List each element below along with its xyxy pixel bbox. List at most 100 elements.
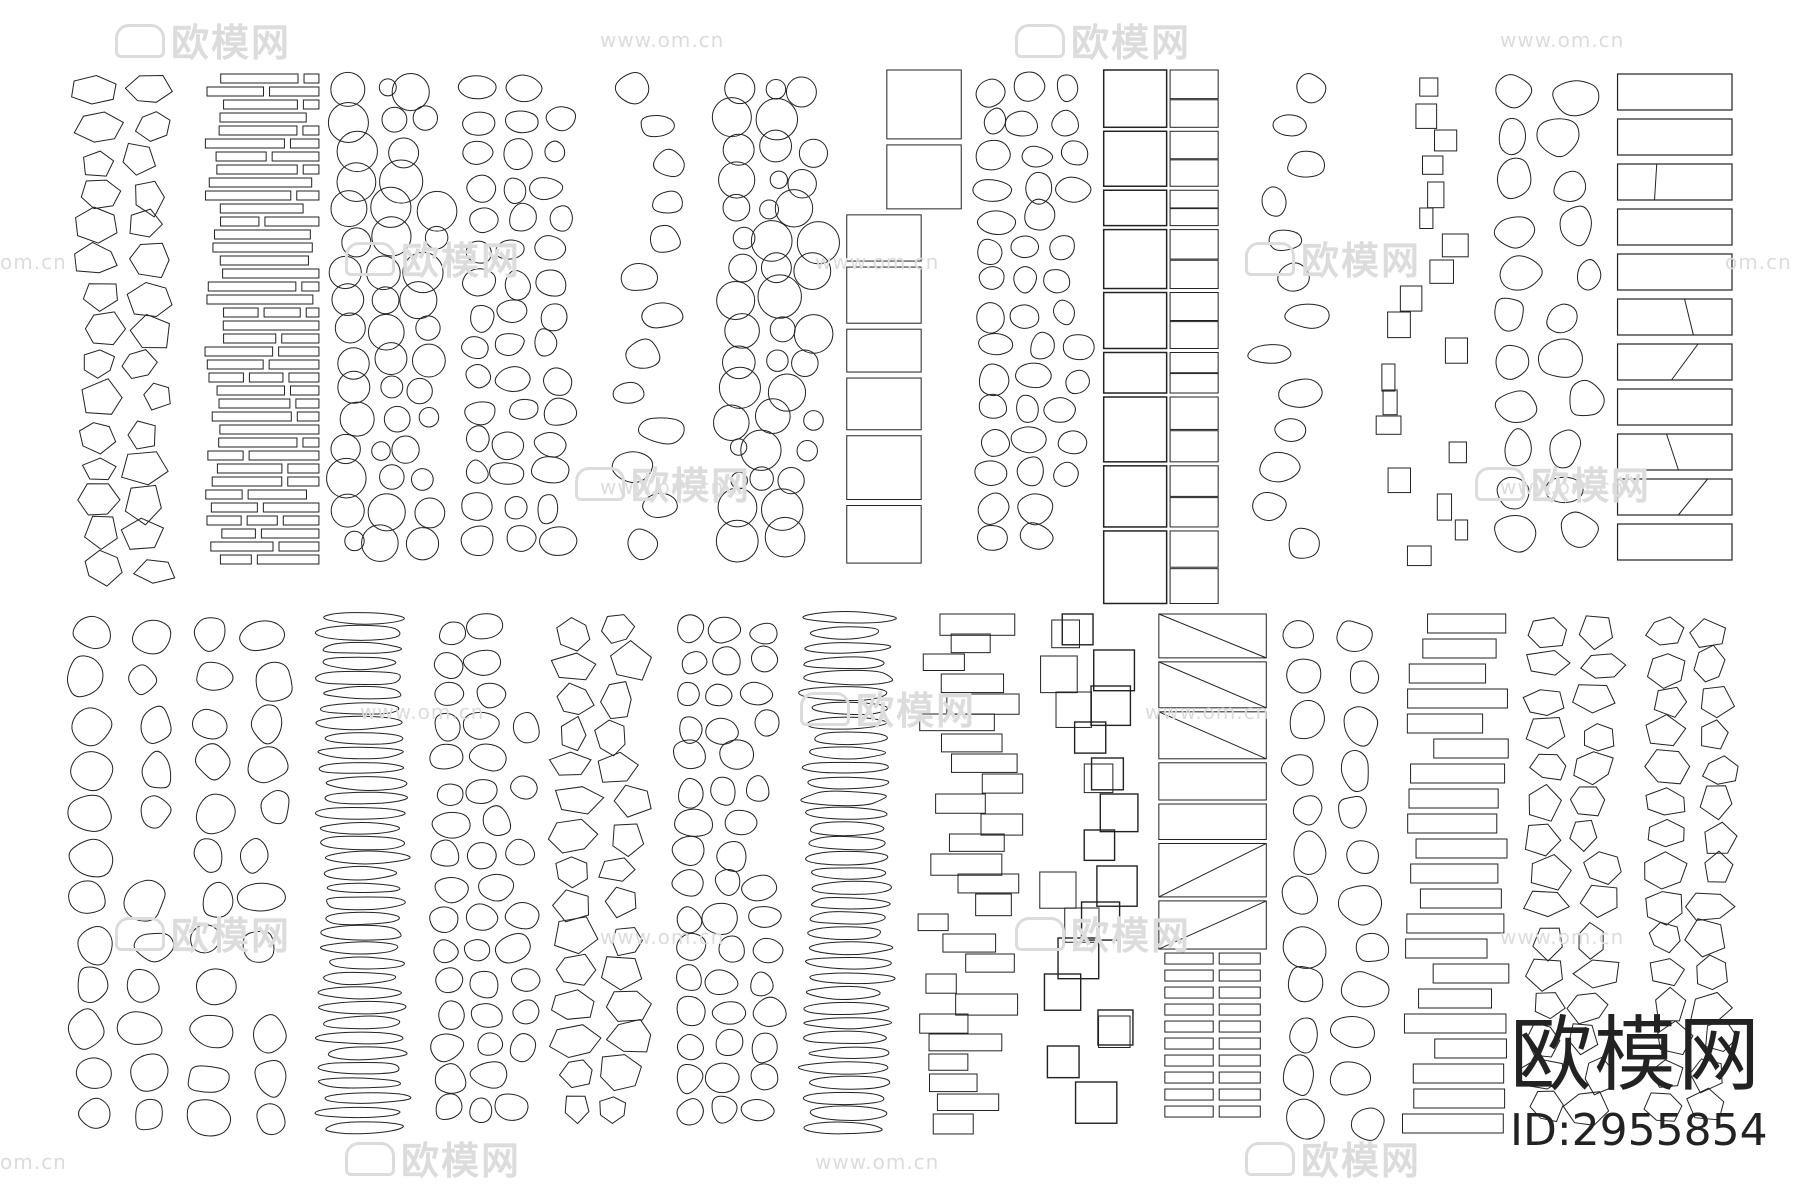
stone-outline [495,239,525,260]
stone-outline [1288,527,1320,559]
flagstone-outline [1645,616,1685,646]
slab-outline [205,190,292,201]
stone-outline [461,492,493,521]
flagstone-outline [1578,615,1614,651]
slab-outline [1102,465,1168,528]
stone-outline [1292,795,1323,826]
slab-outline [263,307,301,318]
slab-outline [216,463,283,474]
stone-outline [325,776,408,791]
stone-outline [980,429,1011,457]
stone-outline [1025,171,1053,205]
stone-outline [253,1014,287,1054]
stone-outline [811,867,887,880]
stone-outline [549,205,573,232]
stone-outline [807,926,881,941]
slab-outline [1169,208,1219,227]
stone-outline [131,619,172,655]
pattern-column-small-blocks [1375,77,1469,567]
stone-outline [70,751,114,792]
slab-outline [942,933,997,953]
stone-outline [317,746,404,760]
stone-outline [324,732,404,745]
stone-outline [1537,338,1583,378]
round-stone [717,487,758,528]
stone-outline [1282,1054,1314,1096]
stone-outline [534,328,558,357]
stone-outline [809,1075,891,1090]
slab-outline [925,973,957,994]
stone-outline [186,1099,232,1137]
flagstone-outline [1583,723,1615,752]
flagstone-outline [71,74,117,105]
stone-outline [324,1092,412,1104]
stone-outline [468,743,507,772]
stone-outline [477,1032,504,1056]
stone-outline [676,932,707,961]
slab-outline [1046,1045,1080,1079]
flagstone-outline [1684,892,1736,921]
stone-outline [809,746,887,760]
pattern-column-flagstone [71,74,176,587]
stone-outline [430,839,460,867]
flagstone-outline [82,283,118,313]
stone-outline [1024,198,1056,231]
slab-outline [1164,986,1214,999]
stone-outline [544,140,566,163]
stone-outline [539,526,578,556]
stone-outline [503,177,527,204]
slab-outline [271,151,320,162]
pattern-column-circles [711,72,840,563]
stone-outline [1355,932,1390,963]
stone-outline [1336,620,1373,653]
stone-outline [637,417,685,445]
stone-outline [510,968,541,992]
slab-outline [1406,713,1484,734]
stone-outline [465,903,499,931]
flagstone-outline [1578,921,1604,960]
slab-outline [940,733,1003,753]
stone-outline [712,646,741,676]
slab-outline [210,502,258,513]
round-stone [327,102,369,144]
stone-outline [1289,1017,1318,1054]
stone-outline [534,235,567,261]
stone-outline [1560,511,1599,548]
stone-outline [978,363,1010,397]
slab-outline [928,1033,1003,1052]
stone-outline [476,682,507,709]
stone-outline [1499,255,1543,291]
slab-outline [278,541,320,552]
pattern-column-cobble [972,71,1095,551]
stone-outline [1030,331,1055,360]
pattern-row-2 [66,610,1739,1141]
slab-outline [289,385,320,396]
stone-outline [457,75,497,100]
flagstone-outline [73,111,125,143]
stone-outline [611,451,654,484]
round-stone [391,435,420,464]
round-stone [330,190,368,228]
round-stone [724,313,760,349]
slab-outline [219,424,320,435]
flagstone-outline [1647,818,1685,848]
stone-outline [1016,394,1039,423]
slab-outline [1422,155,1444,175]
stone-outline [1013,266,1038,294]
flagstone-outline [599,1096,627,1125]
stone-outline [681,651,708,675]
stone-outline [1004,110,1039,137]
slab-outline [302,164,320,175]
round-stone [371,216,412,257]
slab-outline [1616,478,1733,516]
stone-outline [677,681,700,707]
slab-outline [930,853,1003,876]
slab-outline [211,476,283,487]
stone-outline [77,925,113,966]
flagstone-outline [1530,854,1572,891]
pattern-column-panel-grid [1616,73,1733,561]
slab-outline [1098,1015,1131,1048]
stone-outline [975,78,1006,108]
flagstone-outline [1704,850,1734,883]
stone-outline [464,401,496,426]
